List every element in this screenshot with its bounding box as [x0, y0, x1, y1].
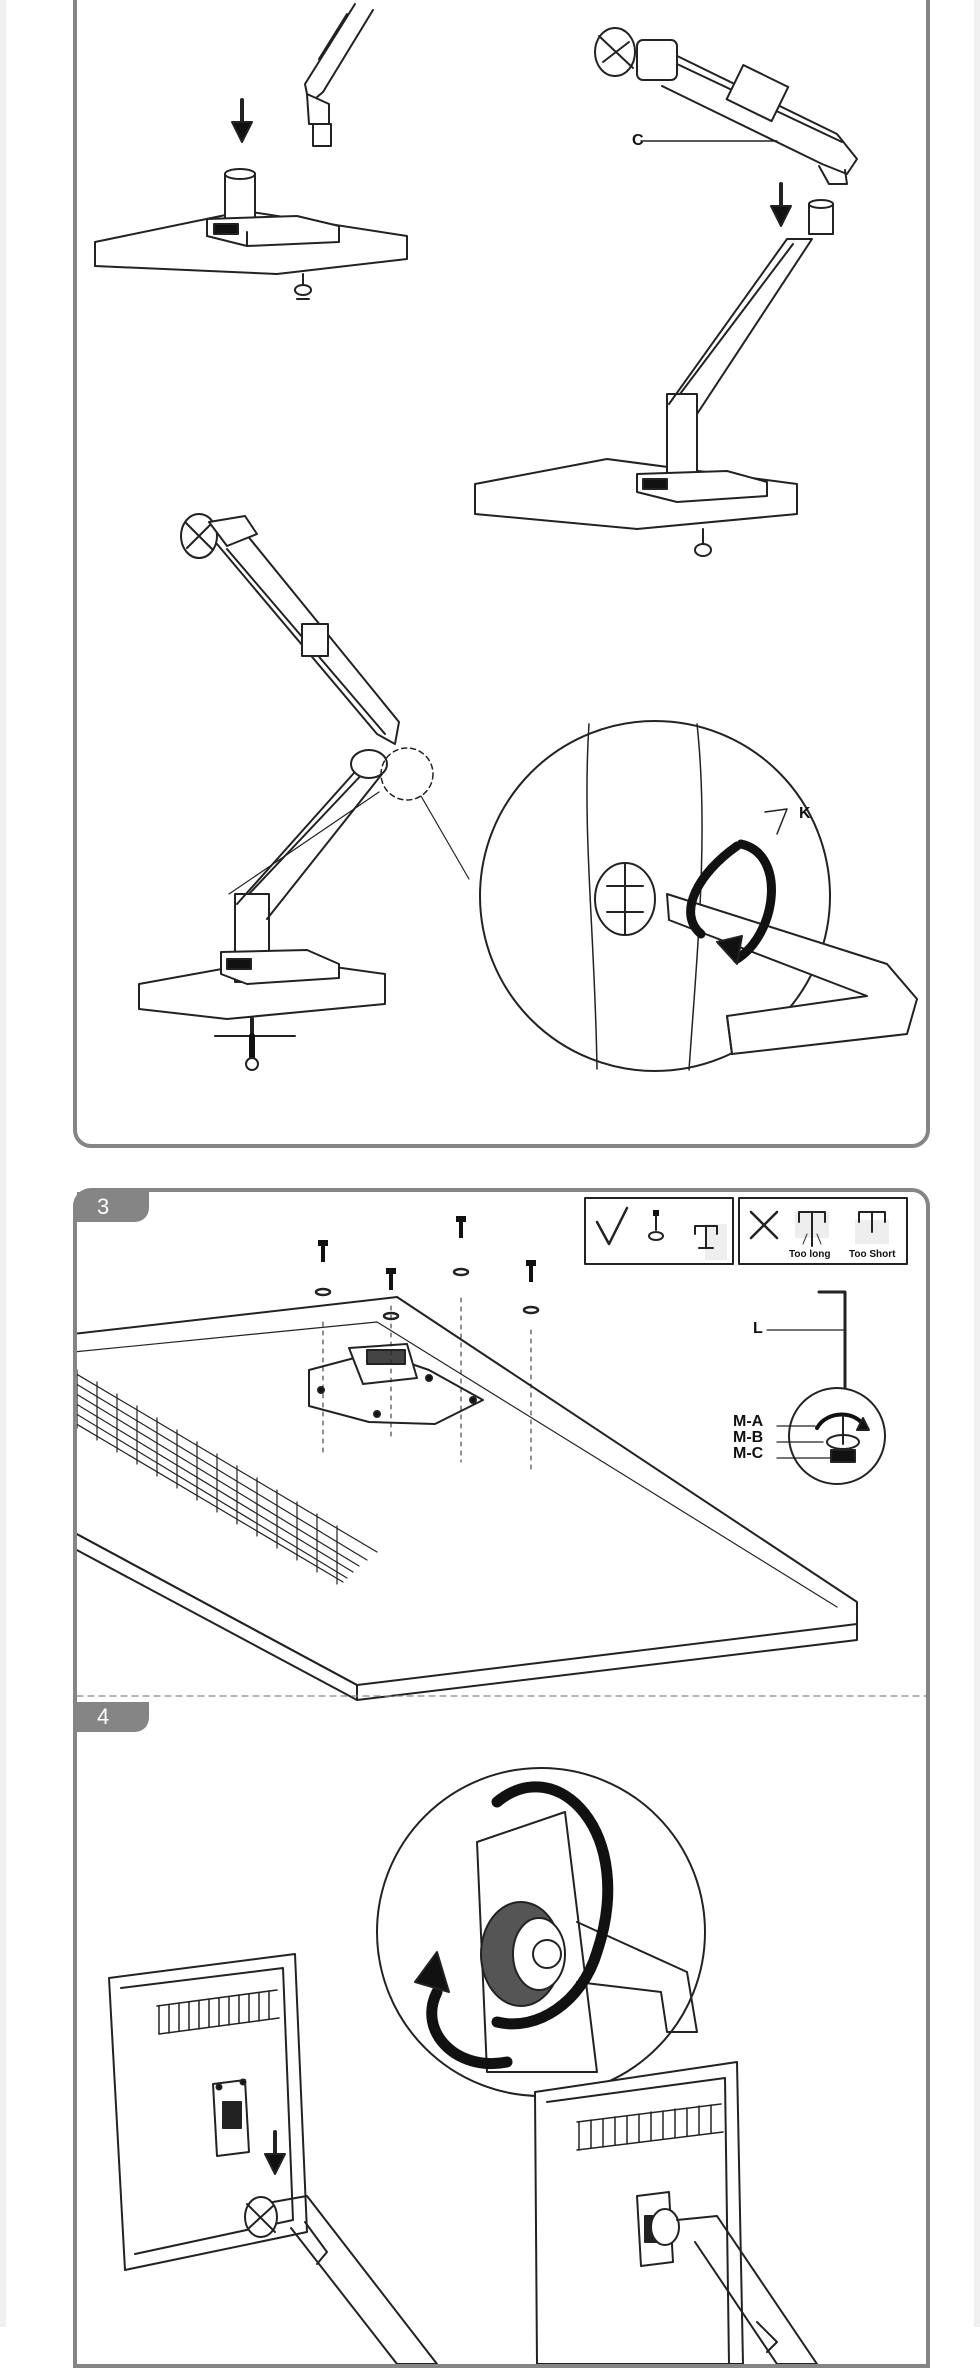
- desk-clamp-base-a: [94, 168, 408, 300]
- right-margin-strip: [974, 0, 980, 2327]
- assembly-panel-step-2: C K: [73, 0, 930, 1148]
- allen-key-l: [766, 1290, 847, 1412]
- down-arrow-monitor: [264, 2130, 286, 2175]
- step-number-badge-3: 3: [77, 1192, 149, 1222]
- arm-segment-a: [304, 3, 374, 147]
- assembly-panel-steps-3-4: 3 4: [73, 1188, 930, 2368]
- desk-clamp-base-c: [138, 893, 386, 1071]
- upper-arm-b: [594, 27, 858, 185]
- vesa-screws: [314, 1216, 540, 1475]
- callout-label-ma: M-A: [733, 1413, 764, 1430]
- arm-install-illustration: [94, 3, 918, 1072]
- screw-guide-incorrect: [738, 1197, 908, 1265]
- left-margin-strip: [0, 0, 6, 2327]
- rotation-detail-magnifier: [376, 1767, 706, 2097]
- too-long-label: Too long: [789, 1249, 831, 1260]
- screw-detail-magnifier: [776, 1387, 886, 1485]
- callout-label-l: L: [753, 1320, 763, 1337]
- arm-head-left: [244, 2195, 438, 2364]
- screw-guide-correct: [584, 1197, 734, 1265]
- monitor-back-panel: [77, 1296, 858, 1701]
- detail-marker-circle: [380, 747, 434, 801]
- callout-label-k: K: [799, 805, 811, 822]
- knob-detail-magnifier: [479, 720, 918, 1072]
- vent-grille: [77, 1369, 378, 1585]
- down-arrow-a: [231, 98, 253, 143]
- monitor-back-right: [534, 2061, 818, 2364]
- callout-label-mb: M-B: [733, 1429, 764, 1446]
- step-number-badge-4: 4: [77, 1702, 149, 1732]
- callout-label-c: C: [632, 132, 644, 149]
- down-arrow-b: [770, 182, 792, 227]
- monitor-mount-illustration: [77, 1197, 926, 2364]
- lower-arm-c: [236, 749, 388, 920]
- callout-label-mc: M-C: [733, 1445, 764, 1462]
- lower-arm-b: [668, 199, 834, 415]
- monitor-back-left: [108, 1953, 308, 2271]
- desk-clamp-base-b: [474, 393, 798, 557]
- vesa-mount-plate: [308, 1343, 484, 1425]
- detail-connector-lines: [228, 791, 470, 895]
- upper-arm-c: [180, 513, 400, 745]
- too-short-label: Too Short: [849, 1249, 896, 1260]
